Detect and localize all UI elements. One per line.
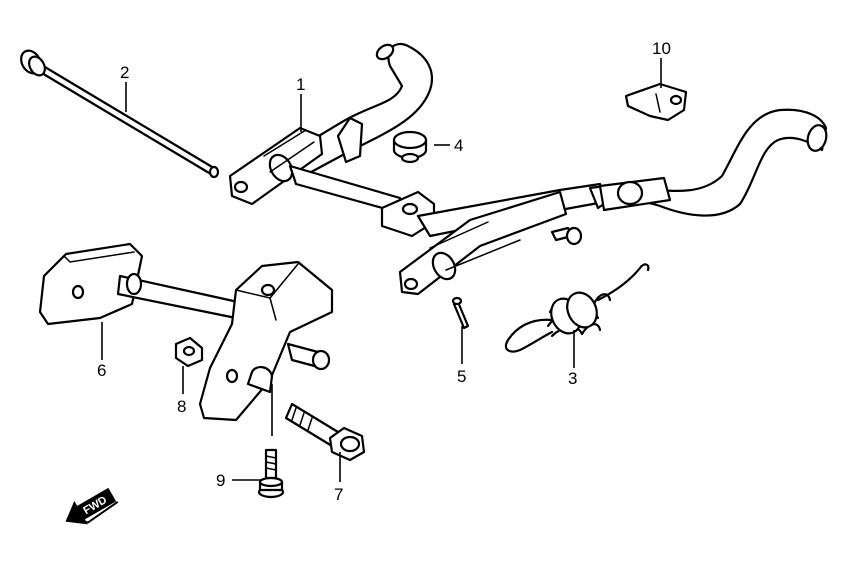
callout-7: 7 xyxy=(334,485,343,504)
callout-5: 5 xyxy=(457,367,466,386)
part-1-main-stand xyxy=(228,42,828,296)
part-6-stand-bracket xyxy=(38,242,334,422)
part-9-flange-bolt xyxy=(257,448,285,499)
part-5-cotter-pin xyxy=(451,296,470,330)
part-4-rubber-stopper xyxy=(392,130,428,164)
callout-2: 2 xyxy=(120,63,129,82)
callout-9: 9 xyxy=(216,471,225,490)
part-8-nut xyxy=(174,336,204,368)
part-3-return-spring xyxy=(504,263,650,353)
forward-direction-arrow: FWD xyxy=(65,487,119,525)
fwd-label: FWD xyxy=(81,494,109,517)
leader-lines xyxy=(101,58,662,482)
callout-1: 1 xyxy=(296,75,305,94)
part-2-pivot-shaft xyxy=(20,49,220,179)
callout-4: 4 xyxy=(454,136,463,155)
callout-6: 6 xyxy=(97,361,106,380)
part-10-clip xyxy=(624,82,688,122)
callout-8: 8 xyxy=(177,397,186,416)
part-7-bolt xyxy=(284,402,366,462)
callout-labels: 2 1 4 10 5 3 6 8 7 9 xyxy=(97,39,671,504)
callout-3: 3 xyxy=(568,369,577,388)
callout-10: 10 xyxy=(652,39,671,58)
